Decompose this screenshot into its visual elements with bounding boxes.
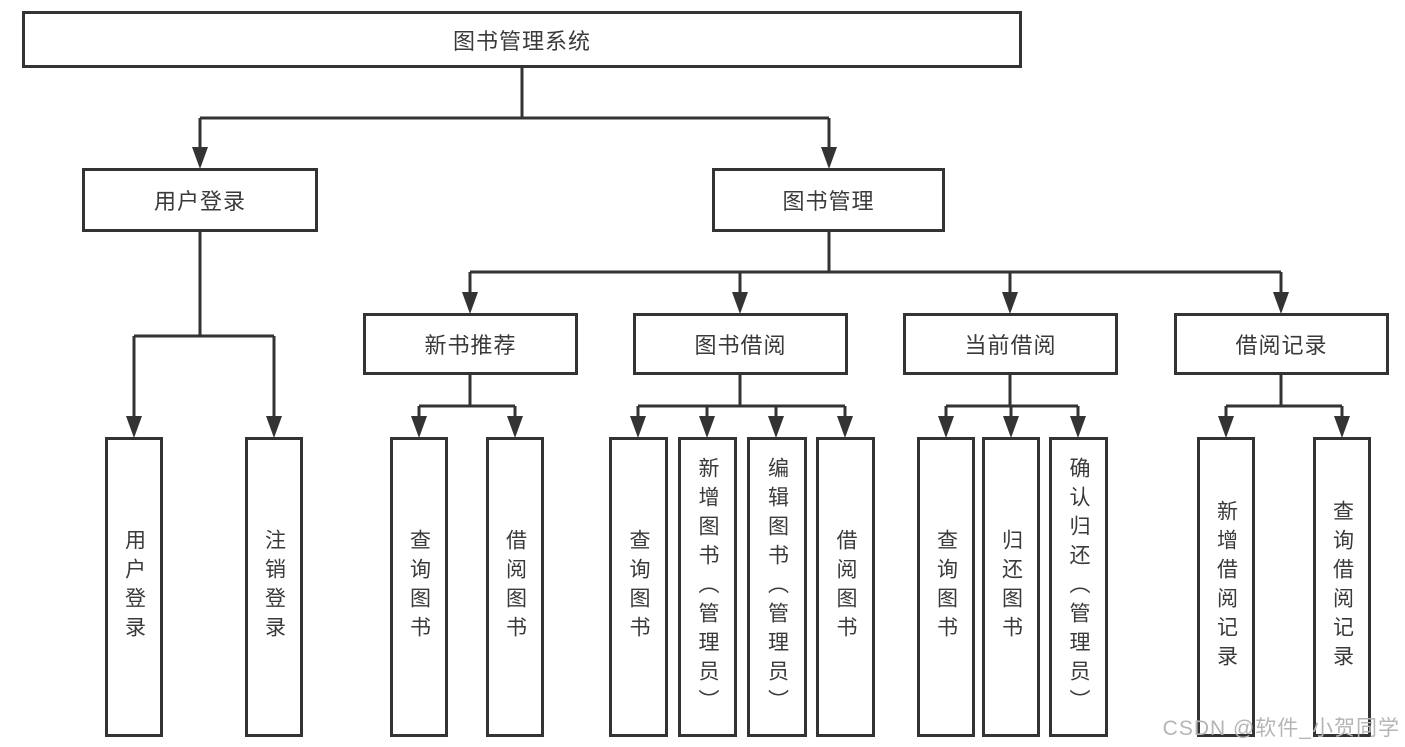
leaf-return-book: 归还图书 <box>982 437 1040 737</box>
leaf-edit-book-admin: 编辑图书（管理员） <box>747 437 807 737</box>
leaf-borrow-book-1: 借阅图书 <box>486 437 544 737</box>
leaf-query-borrow-record: 查询借阅记录 <box>1313 437 1371 737</box>
leaf-user-login: 用户登录 <box>105 437 163 737</box>
connector-new-book-recommend-to-leaves <box>417 375 517 420</box>
node-user-login: 用户登录 <box>82 168 318 232</box>
watermark: CSDN @软件_小贺同学 <box>1162 717 1400 740</box>
arrowhead <box>1273 292 1289 314</box>
leaf-user-login-label: 用户登录 <box>122 529 146 645</box>
arrowhead <box>1334 416 1350 438</box>
leaf-query-book-1: 查询图书 <box>390 437 448 737</box>
leaf-logout-label: 注销登录 <box>262 529 286 645</box>
connector-current-borrow-to-leaves <box>944 375 1080 420</box>
arrowhead <box>411 416 427 438</box>
leaf-add-borrow-record-label: 新增借阅记录 <box>1214 500 1238 674</box>
node-new-book-recommend: 新书推荐 <box>363 313 578 375</box>
arrowhead <box>462 292 478 314</box>
node-new-book-recommend-label: 新书推荐 <box>424 333 517 358</box>
leaf-logout: 注销登录 <box>245 437 303 737</box>
leaf-query-book-3-label: 查询图书 <box>934 529 958 645</box>
node-book-management-label: 图书管理 <box>782 189 875 214</box>
arrowhead <box>630 416 646 438</box>
arrowhead <box>938 416 954 438</box>
arrowhead <box>699 416 715 438</box>
arrowhead <box>126 416 142 438</box>
node-book-borrow: 图书借阅 <box>633 313 848 375</box>
arrowhead <box>768 416 784 438</box>
connector-root-to-level2 <box>198 68 831 150</box>
leaf-confirm-return-admin: 确认归还（管理员） <box>1049 437 1108 737</box>
leaf-add-book-admin-label: 新增图书（管理员） <box>696 456 719 718</box>
arrowhead <box>507 416 523 438</box>
arrowhead <box>837 416 853 438</box>
node-book-management: 图书管理 <box>712 168 945 232</box>
arrowhead <box>1218 416 1234 438</box>
connector-user-login-to-leaves <box>132 232 276 420</box>
arrowhead <box>1003 416 1019 438</box>
arrowhead <box>266 416 282 438</box>
leaf-confirm-return-admin-label: 确认归还（管理员） <box>1067 456 1090 718</box>
node-borrow-records: 借阅记录 <box>1174 313 1389 375</box>
leaf-add-borrow-record: 新增借阅记录 <box>1197 437 1255 737</box>
node-current-borrow-label: 当前借阅 <box>964 333 1057 358</box>
leaf-borrow-book-2-label: 借阅图书 <box>834 529 857 645</box>
arrowhead <box>821 147 837 169</box>
node-current-borrow: 当前借阅 <box>903 313 1118 375</box>
node-book-borrow-label: 图书借阅 <box>694 333 787 358</box>
arrowhead <box>192 147 208 169</box>
arrowhead <box>1070 416 1086 438</box>
node-user-login-label: 用户登录 <box>153 189 246 214</box>
leaf-query-book-2: 查询图书 <box>609 437 668 737</box>
leaf-borrow-book-1-label: 借阅图书 <box>503 529 527 645</box>
node-root: 图书管理系统 <box>22 11 1022 68</box>
connector-borrow-records-to-leaves <box>1224 375 1344 420</box>
connector-book-management-to-level3 <box>468 232 1283 295</box>
node-root-label: 图书管理系统 <box>452 28 591 54</box>
connector-book-borrow-to-leaves <box>636 375 847 420</box>
arrowhead <box>732 292 748 314</box>
leaf-add-book-admin: 新增图书（管理员） <box>678 437 737 737</box>
node-borrow-records-label: 借阅记录 <box>1235 333 1328 358</box>
leaf-query-borrow-record-label: 查询借阅记录 <box>1330 500 1354 674</box>
leaf-query-book-2-label: 查询图书 <box>627 529 650 645</box>
leaf-return-book-label: 归还图书 <box>999 529 1023 645</box>
leaf-borrow-book-2: 借阅图书 <box>816 437 875 737</box>
leaf-query-book-1-label: 查询图书 <box>407 529 431 645</box>
leaf-query-book-3: 查询图书 <box>917 437 975 737</box>
leaf-edit-book-admin-label: 编辑图书（管理员） <box>765 456 789 718</box>
arrowhead <box>1002 292 1018 314</box>
